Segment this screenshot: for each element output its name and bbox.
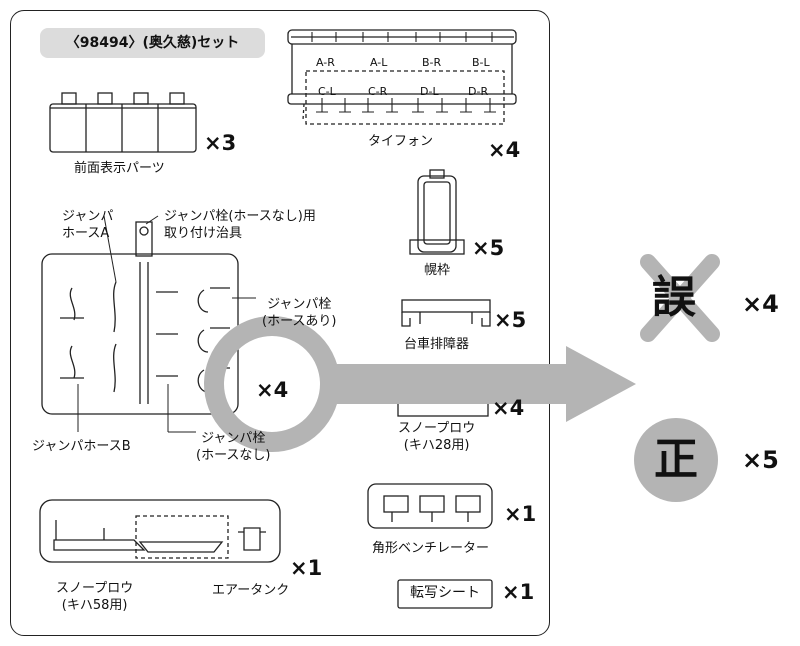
wrong-cross-icon (640, 254, 720, 342)
jumper-plug-hose-label: ジャンパ栓(ホースあり) (262, 297, 337, 329)
typhoon-tag: A-L (370, 56, 388, 69)
decal-count: ×1 (502, 580, 535, 604)
ventilator-drawing (367, 483, 493, 529)
jumper-plug-nohose-label: ジャンパ栓(ホースなし) (196, 431, 271, 463)
truck-guard-label: 台車排障器 (404, 337, 470, 352)
typhoon-tag: C-L (318, 85, 336, 98)
correction-arrow (204, 316, 636, 452)
set-title: 〈98494〉(奥久慈)セット (40, 28, 265, 58)
snowplow-kiha28-label: スノープロウ(キハ28用) (398, 421, 476, 453)
right-mark: 正 (654, 434, 698, 485)
front-display-drawing (49, 92, 197, 153)
jumper-hose-a-label: ジャンパホースA (62, 209, 114, 241)
front-display-count: ×3 (204, 131, 237, 155)
ventilator-count: ×1 (504, 502, 537, 526)
frame-label: 幌枠 (424, 263, 451, 278)
typhoon-sprue-drawing (287, 29, 517, 125)
decal-label: 転写シート (410, 585, 480, 601)
bottom-runner-count: ×1 (290, 556, 323, 580)
jumper-runner-count: ×4 (256, 378, 289, 402)
ventilator-label: 角形ベンチレーター (372, 541, 490, 556)
truck-guard-count: ×5 (494, 308, 527, 332)
parts-panel (10, 10, 550, 636)
typhoon-tag: D-R (468, 85, 489, 98)
bottom-runner-drawing (39, 499, 281, 563)
jumper-hose-b-label: ジャンパホースB (32, 439, 131, 454)
right-count: ×5 (742, 446, 779, 474)
typhoon-label: タイフォン (368, 134, 434, 149)
frame-drawing (409, 169, 465, 255)
typhoon-tag: B-R (422, 56, 442, 69)
frame-count: ×5 (472, 236, 505, 260)
typhoon-count: ×4 (488, 138, 521, 162)
right-circle-icon (634, 418, 718, 502)
typhoon-tag: B-L (472, 56, 490, 69)
air-tank-label: エアータンク (212, 583, 290, 598)
decal-box (397, 579, 493, 609)
wrong-count: ×4 (742, 290, 779, 318)
wrong-mark: 誤 (652, 272, 696, 323)
front-display-label: 前面表示パーツ (74, 161, 165, 176)
typhoon-tag: D-L (420, 85, 439, 98)
jumper-jig-label: ジャンパ栓(ホースなし)用取り付け治具 (164, 209, 316, 241)
leader-lines (77, 215, 256, 433)
typhoon-tag: C-R (368, 85, 388, 98)
snowplow-kiha58-label: スノープロウ(キハ58用) (56, 581, 134, 613)
snowplow-kiha28-count: ×4 (492, 396, 525, 420)
typhoon-tag: A-R (316, 56, 335, 69)
truck-guard-drawing (401, 299, 491, 327)
